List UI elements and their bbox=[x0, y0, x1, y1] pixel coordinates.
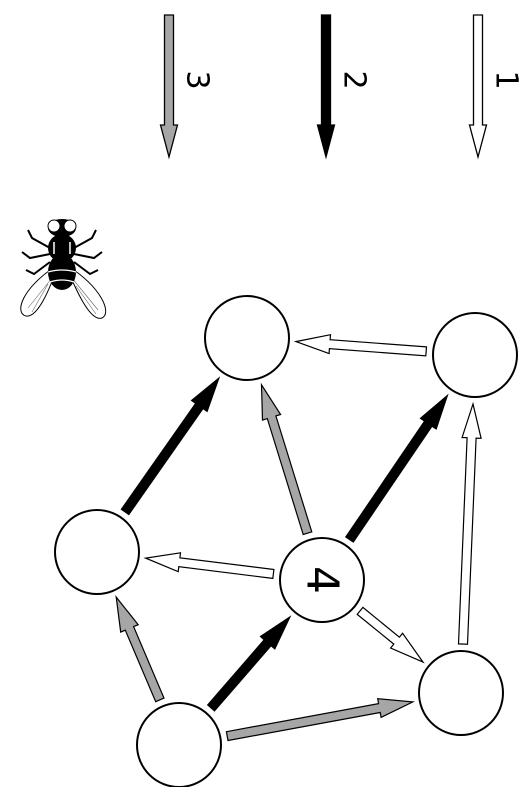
node-label-D: 4 bbox=[297, 566, 348, 594]
edge-D-E bbox=[356, 606, 425, 664]
legend-label-2: 2 bbox=[337, 70, 372, 89]
node-E bbox=[418, 650, 504, 736]
node-D bbox=[279, 537, 365, 623]
fly-icon bbox=[20, 219, 107, 319]
edge-B-A bbox=[293, 333, 428, 357]
legend: 1 2 3 bbox=[159, 14, 524, 160]
node-F bbox=[136, 702, 222, 787]
node-B bbox=[432, 312, 518, 398]
legend-arrow-3 bbox=[159, 14, 179, 160]
edge-D-C bbox=[143, 552, 275, 580]
legend-arrow-1 bbox=[468, 14, 488, 160]
edge-F-E bbox=[225, 698, 415, 742]
node-C bbox=[54, 509, 140, 595]
edge-F-D bbox=[206, 615, 292, 712]
edge-D-A bbox=[260, 382, 313, 536]
edge-E-B bbox=[457, 401, 482, 645]
edge-D-B bbox=[344, 393, 449, 543]
legend-label-3: 3 bbox=[180, 70, 215, 89]
edge-F-C bbox=[115, 595, 165, 703]
node-A bbox=[204, 295, 290, 381]
edges bbox=[115, 333, 482, 742]
legend-arrow-2 bbox=[316, 14, 336, 160]
edge-C-A bbox=[120, 376, 221, 516]
legend-label-1: 1 bbox=[489, 70, 524, 89]
nodes: 4 bbox=[54, 295, 518, 787]
